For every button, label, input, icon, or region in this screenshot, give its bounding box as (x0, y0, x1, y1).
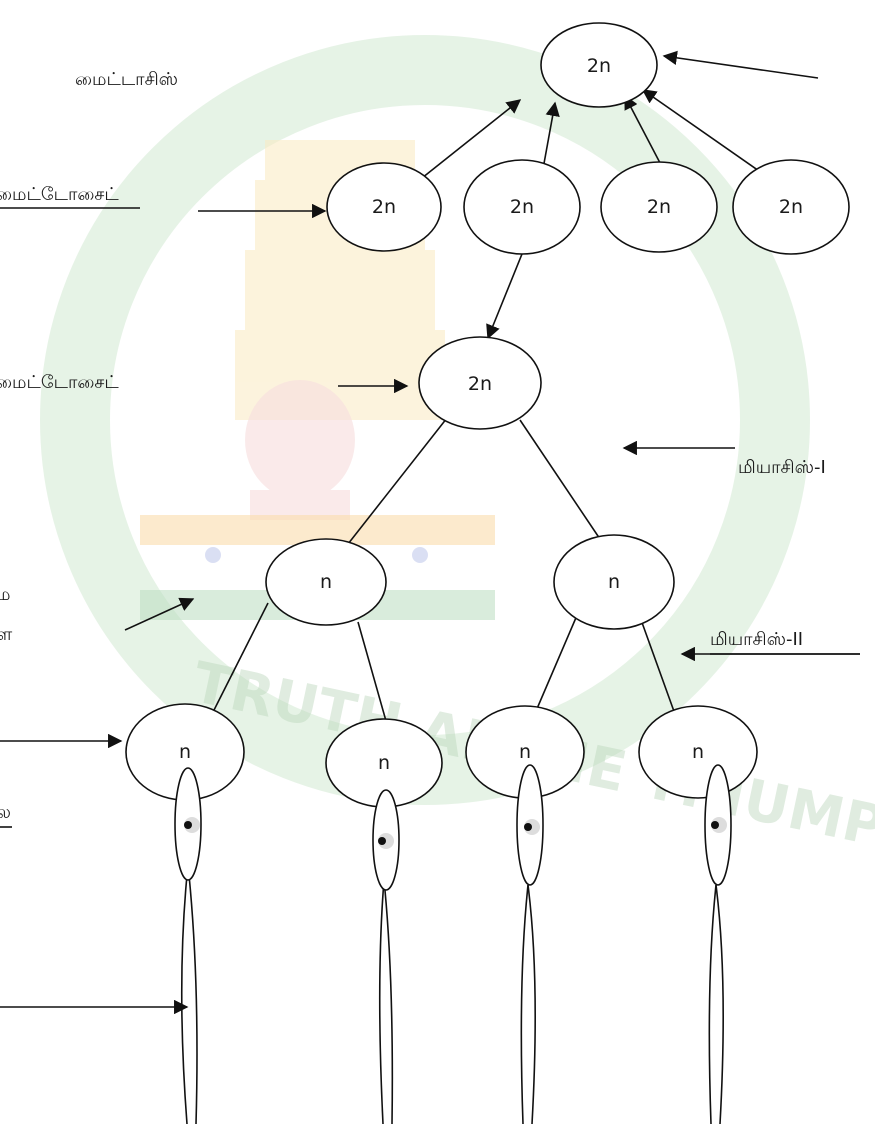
label-meiosis-2: மியாசிஸ்-II (710, 629, 803, 650)
arrow-into-top (662, 50, 819, 79)
arrow-row1-to-center (486, 253, 523, 340)
node-meiosis1-left: n (265, 538, 387, 626)
node-label: 2n (510, 196, 534, 218)
label-mitosis: மைட்டாசிஸ் (75, 69, 178, 90)
node-row4-4: n (638, 705, 758, 799)
label-clipped-o: ம (0, 584, 10, 605)
node-row1-3: 2n (600, 161, 718, 253)
line-center-to-left (336, 417, 448, 559)
node-top: 2n (540, 22, 658, 108)
node-label: 2n (372, 196, 396, 218)
line-m1left-to-child1 (209, 602, 269, 719)
node-label: n (692, 741, 704, 763)
label-secondary-spermatocyte: மைட்டோசைட் (0, 372, 119, 393)
arrow-into-meiosis1-left (124, 597, 195, 631)
node-center-label: 2n (468, 373, 492, 395)
sperm-cell (516, 764, 544, 1124)
line-m1left-to-child2 (357, 621, 389, 729)
label-clipped-l: ல (0, 802, 11, 823)
label-primary-spermatocyte: மைட்டோசைட் (0, 184, 119, 205)
lion-capital-watermark (245, 380, 355, 520)
node-label: n (179, 741, 191, 763)
node-row4-2: n (325, 718, 443, 808)
node-center: 2n (418, 336, 542, 430)
node-row1-4: 2n (732, 159, 850, 255)
sperm-cell (704, 764, 732, 1124)
sperm-cell (372, 789, 400, 1124)
node-label: n (320, 571, 332, 593)
node-label: 2n (779, 196, 803, 218)
node-label: n (378, 752, 390, 774)
label-meiosis-1: மியாசிஸ்-I (738, 457, 826, 478)
node-row4-3: n (465, 705, 585, 799)
node-label: n (608, 571, 620, 593)
node-label: 2n (647, 196, 671, 218)
connectors (0, 50, 860, 1015)
node-row1-2: 2n (463, 159, 581, 255)
line-center-to-right (519, 419, 605, 546)
row4: n n n n (125, 703, 758, 808)
node-meiosis1-right: n (553, 534, 675, 630)
row1: 2n 2n 2n 2n (326, 159, 850, 255)
arrow-row1-1-to-top (421, 99, 522, 179)
label-clipped-a: ள (0, 624, 13, 645)
node-row1-1: 2n (326, 162, 442, 252)
line-m1right-to-child3 (532, 612, 579, 719)
arrow-row1-4-to-top (641, 89, 773, 181)
node-label: n (519, 741, 531, 763)
sperm-cells (174, 764, 732, 1124)
sperm-cell (174, 767, 202, 1124)
node-top-label: 2n (587, 55, 611, 77)
